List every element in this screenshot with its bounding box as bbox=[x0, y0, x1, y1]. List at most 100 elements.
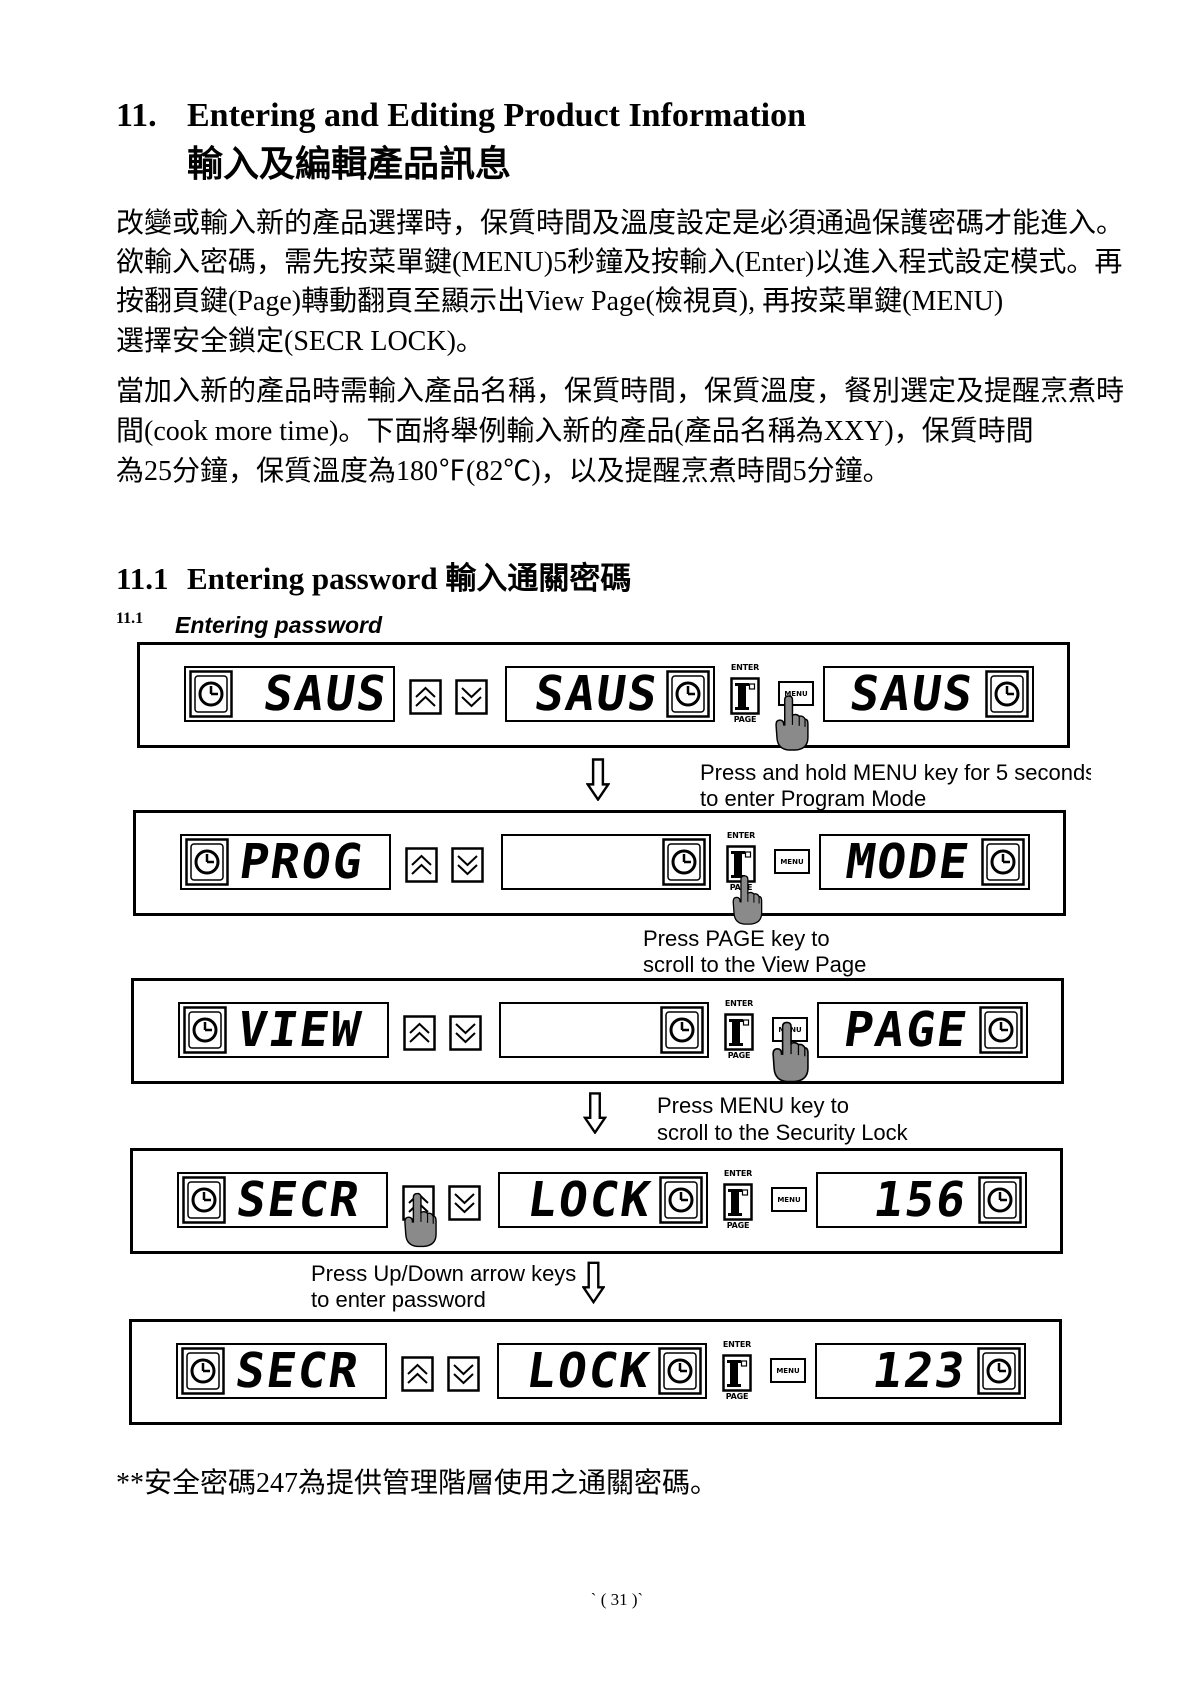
page-heading-title: Entering and Editing Product Information bbox=[187, 96, 806, 136]
display-panel-row: SECR LOCK ENTER PAGE MENU 123 bbox=[129, 1319, 1062, 1425]
hand-pointer-icon bbox=[731, 875, 763, 925]
enter-key-icon bbox=[723, 1183, 753, 1221]
page-key-label: PAGE bbox=[728, 1051, 751, 1061]
right-display: SAUS bbox=[823, 666, 1034, 722]
paragraph-line: 欲輸入密碼，需先按菜單鍵(MENU)5秒鐘及按輸入(Enter)以進入程式設定模… bbox=[116, 245, 1176, 281]
left-display: VIEW bbox=[178, 1002, 389, 1058]
middle-display-text: LOCK bbox=[498, 1174, 660, 1226]
clock-icon bbox=[183, 1006, 227, 1054]
hand-pointer-icon bbox=[774, 695, 809, 751]
left-display-text: SECR bbox=[225, 1174, 388, 1226]
menu-key-label: MENU bbox=[777, 1196, 800, 1204]
paragraph-line: 改變或輸入新的產品選擇時，保質時間及溫度設定是必須通過保護密碼才能進入。 bbox=[116, 206, 1176, 242]
step-instruction-line: scroll to the View Page bbox=[643, 952, 866, 978]
down-arrow-icon bbox=[582, 1260, 605, 1305]
step-instruction-line: Press and hold MENU key for 5 seconds bbox=[700, 760, 1091, 786]
down-arrow-key-icon bbox=[447, 1356, 480, 1392]
menu-key-label: MENU bbox=[776, 1367, 799, 1375]
step-instruction-line: to enter password bbox=[311, 1287, 486, 1313]
enter-key-icon bbox=[730, 677, 760, 715]
step-instruction-line: Press MENU key to bbox=[657, 1093, 849, 1119]
left-display-text: SECR bbox=[224, 1345, 387, 1397]
enter-key-label: ENTER bbox=[725, 999, 753, 1009]
paragraph-line: 間(cook more time)。下面將舉例輸入新的產品(產品名稱為XXY)，… bbox=[116, 414, 1176, 450]
paragraph-line: 為25分鐘，保質溫度為180℉(82℃)，以及提醒烹煮時間5分鐘。 bbox=[116, 454, 1176, 490]
clock-icon bbox=[662, 838, 706, 886]
middle-display: SAUS bbox=[505, 666, 715, 722]
middle-display bbox=[499, 1002, 709, 1058]
enter-page-key: ENTER PAGE bbox=[719, 1169, 757, 1231]
right-display: PAGE bbox=[817, 1002, 1028, 1058]
enter-key-label: ENTER bbox=[723, 1340, 751, 1350]
menu-key-icon: MENU bbox=[774, 849, 810, 874]
paragraph-line: 當加入新的產品時需輸入產品名稱，保質時間，保質溫度，餐別選定及提醒烹煮時 bbox=[116, 374, 1176, 410]
down-arrow-key-icon bbox=[449, 1015, 482, 1051]
up-arrow-key-icon bbox=[409, 679, 442, 715]
left-display: SECR bbox=[176, 1343, 387, 1399]
clock-icon bbox=[660, 1006, 704, 1054]
hand-pointer-icon bbox=[771, 1021, 809, 1083]
middle-display-text: LOCK bbox=[497, 1345, 659, 1397]
enter-page-key: ENTER PAGE bbox=[720, 999, 758, 1061]
clock-icon bbox=[977, 1347, 1021, 1395]
left-display: SAUS bbox=[184, 666, 395, 722]
step-instruction-line: to enter Program Mode bbox=[700, 786, 926, 812]
section-heading-title-zh: 輸入通關密碼 bbox=[445, 561, 631, 597]
display-panel-row: SAUS SAUS ENTER PAGE MENU SAUS bbox=[137, 642, 1070, 748]
footnote: **安全密碼247為提供管理階層使用之通關密碼。 bbox=[116, 1466, 1176, 1502]
left-display-text: SAUS bbox=[232, 668, 395, 720]
display-panel-row: PROG ENTER PAGE MENU MODE bbox=[133, 810, 1066, 916]
enter-key-icon bbox=[722, 1354, 752, 1392]
down-arrow-key-icon bbox=[455, 679, 488, 715]
page-key-label: PAGE bbox=[734, 715, 757, 725]
up-arrow-key-icon bbox=[405, 847, 438, 883]
down-arrow-key-icon bbox=[451, 847, 484, 883]
right-display-text: 156 bbox=[816, 1174, 979, 1226]
enter-key-label: ENTER bbox=[724, 1169, 752, 1179]
middle-display bbox=[501, 834, 711, 890]
clock-icon bbox=[189, 670, 233, 718]
page-number: ` ( 31 )` bbox=[567, 1590, 667, 1610]
right-display: MODE bbox=[819, 834, 1030, 890]
section-heading-title: Entering password bbox=[187, 561, 438, 596]
clock-icon bbox=[985, 670, 1029, 718]
step-instruction-line: scroll to the Security Lock bbox=[657, 1120, 908, 1146]
middle-display-text: SAUS bbox=[505, 668, 667, 720]
clock-icon bbox=[979, 1006, 1023, 1054]
right-display: 156 bbox=[816, 1172, 1027, 1228]
clock-icon bbox=[666, 670, 710, 718]
display-panel-row: VIEW ENTER PAGE MENU PAGE bbox=[131, 978, 1064, 1084]
page-heading-title-zh: 輸入及編輯產品訊息 bbox=[187, 143, 511, 187]
menu-key-label: MENU bbox=[780, 858, 803, 866]
paragraph-line: 選擇安全鎖定(SECR LOCK)。 bbox=[116, 324, 1176, 360]
paragraph-line: 按翻頁鍵(Page)轉動翻頁至顯示出View Page(檢視頁), 再按菜單鍵(… bbox=[116, 284, 1176, 320]
middle-display: LOCK bbox=[498, 1172, 708, 1228]
section-heading-number: 11.1 bbox=[116, 560, 169, 598]
left-display: SECR bbox=[177, 1172, 388, 1228]
middle-display: LOCK bbox=[497, 1343, 707, 1399]
right-display-text: SAUS bbox=[823, 668, 986, 720]
page-key-label: PAGE bbox=[727, 1221, 750, 1231]
hand-pointer-icon bbox=[403, 1189, 437, 1251]
down-arrow-key-icon bbox=[448, 1185, 481, 1221]
menu-key-icon: MENU bbox=[771, 1187, 807, 1212]
page-heading-number: 11. bbox=[116, 96, 157, 136]
down-arrow-icon bbox=[583, 1092, 607, 1134]
clock-icon bbox=[659, 1176, 703, 1224]
left-display-text: PROG bbox=[228, 836, 391, 888]
enter-page-key: ENTER PAGE bbox=[718, 1340, 756, 1402]
down-arrow-icon bbox=[586, 758, 610, 801]
clock-icon bbox=[658, 1347, 702, 1395]
diagram-caption-title: Entering password bbox=[175, 611, 382, 639]
step-instruction-line: Press PAGE key to bbox=[643, 926, 830, 952]
diagram-caption-number: 11.1 bbox=[116, 610, 143, 628]
enter-key-label: ENTER bbox=[731, 663, 759, 673]
clock-icon bbox=[981, 838, 1025, 886]
clock-icon bbox=[181, 1347, 225, 1395]
up-arrow-key-icon bbox=[401, 1356, 434, 1392]
enter-key-label: ENTER bbox=[727, 831, 755, 841]
page-key-label: PAGE bbox=[726, 1392, 749, 1402]
section-heading: Entering password 輸入通關密碼 bbox=[187, 560, 631, 598]
right-display-text: 123 bbox=[815, 1345, 978, 1397]
clock-icon bbox=[182, 1176, 226, 1224]
